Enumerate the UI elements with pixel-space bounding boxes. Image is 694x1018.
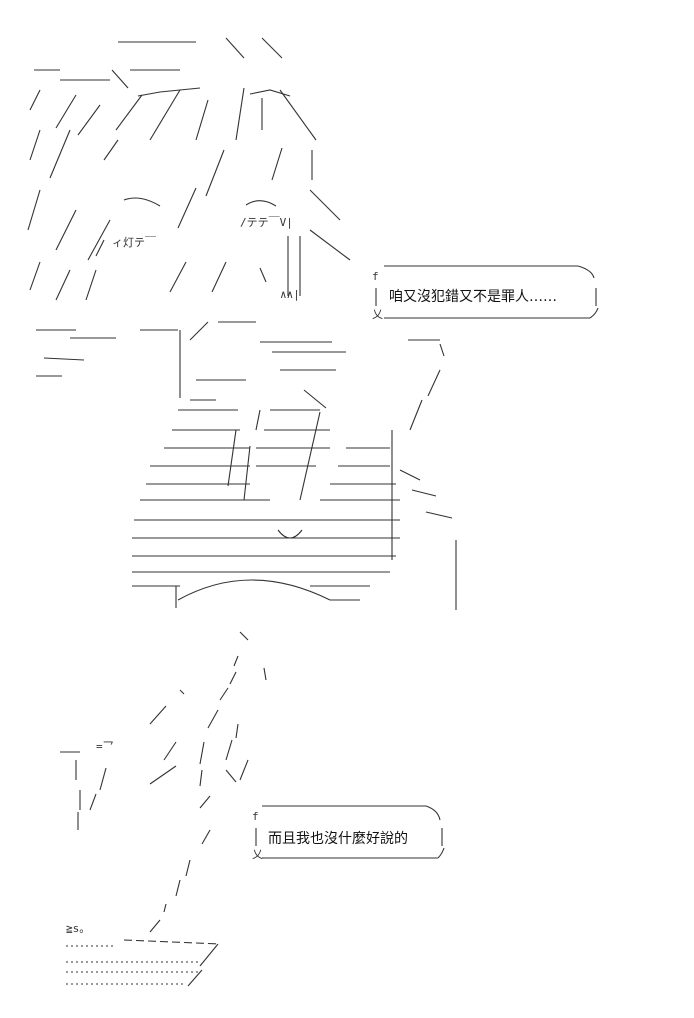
dotted-ground [66, 939, 221, 987]
art-labels: ィ灯テ￣ /テテ￣V| ∧∧| ≧s。 =乛 [66, 215, 300, 935]
collar-strokes [179, 330, 445, 431]
hair-strokes [27, 37, 351, 301]
kimono-stripes [132, 409, 457, 610]
face-strokes [36, 197, 301, 377]
bubble-2-corner-bottom: 乂 [252, 848, 263, 861]
bubble-1-corner-bottom: 乂 [372, 308, 383, 321]
bubble-2-corner-top: f [252, 810, 259, 823]
art-label-f: ≧s。 [66, 922, 90, 935]
art-label-c: ∧∧| [280, 288, 300, 301]
speech-bubble-1-text: 咱又沒犯錯又不是罪人…… [389, 289, 557, 305]
speech-bubble-2-text: 而且我也沒什麼好說的 [268, 831, 408, 847]
speech-bubble-2-frame: f 乂 [252, 805, 445, 861]
art-label-b: /テテ￣V| [240, 215, 293, 229]
art-label-g: =乛 [96, 740, 114, 753]
lower-arm-strokes [60, 631, 267, 933]
speech-bubble-1-frame: f 乂 [372, 265, 599, 321]
bubble-1-corner-top: f [372, 270, 379, 283]
art-label-a: ィ灯テ￣ [112, 235, 156, 249]
